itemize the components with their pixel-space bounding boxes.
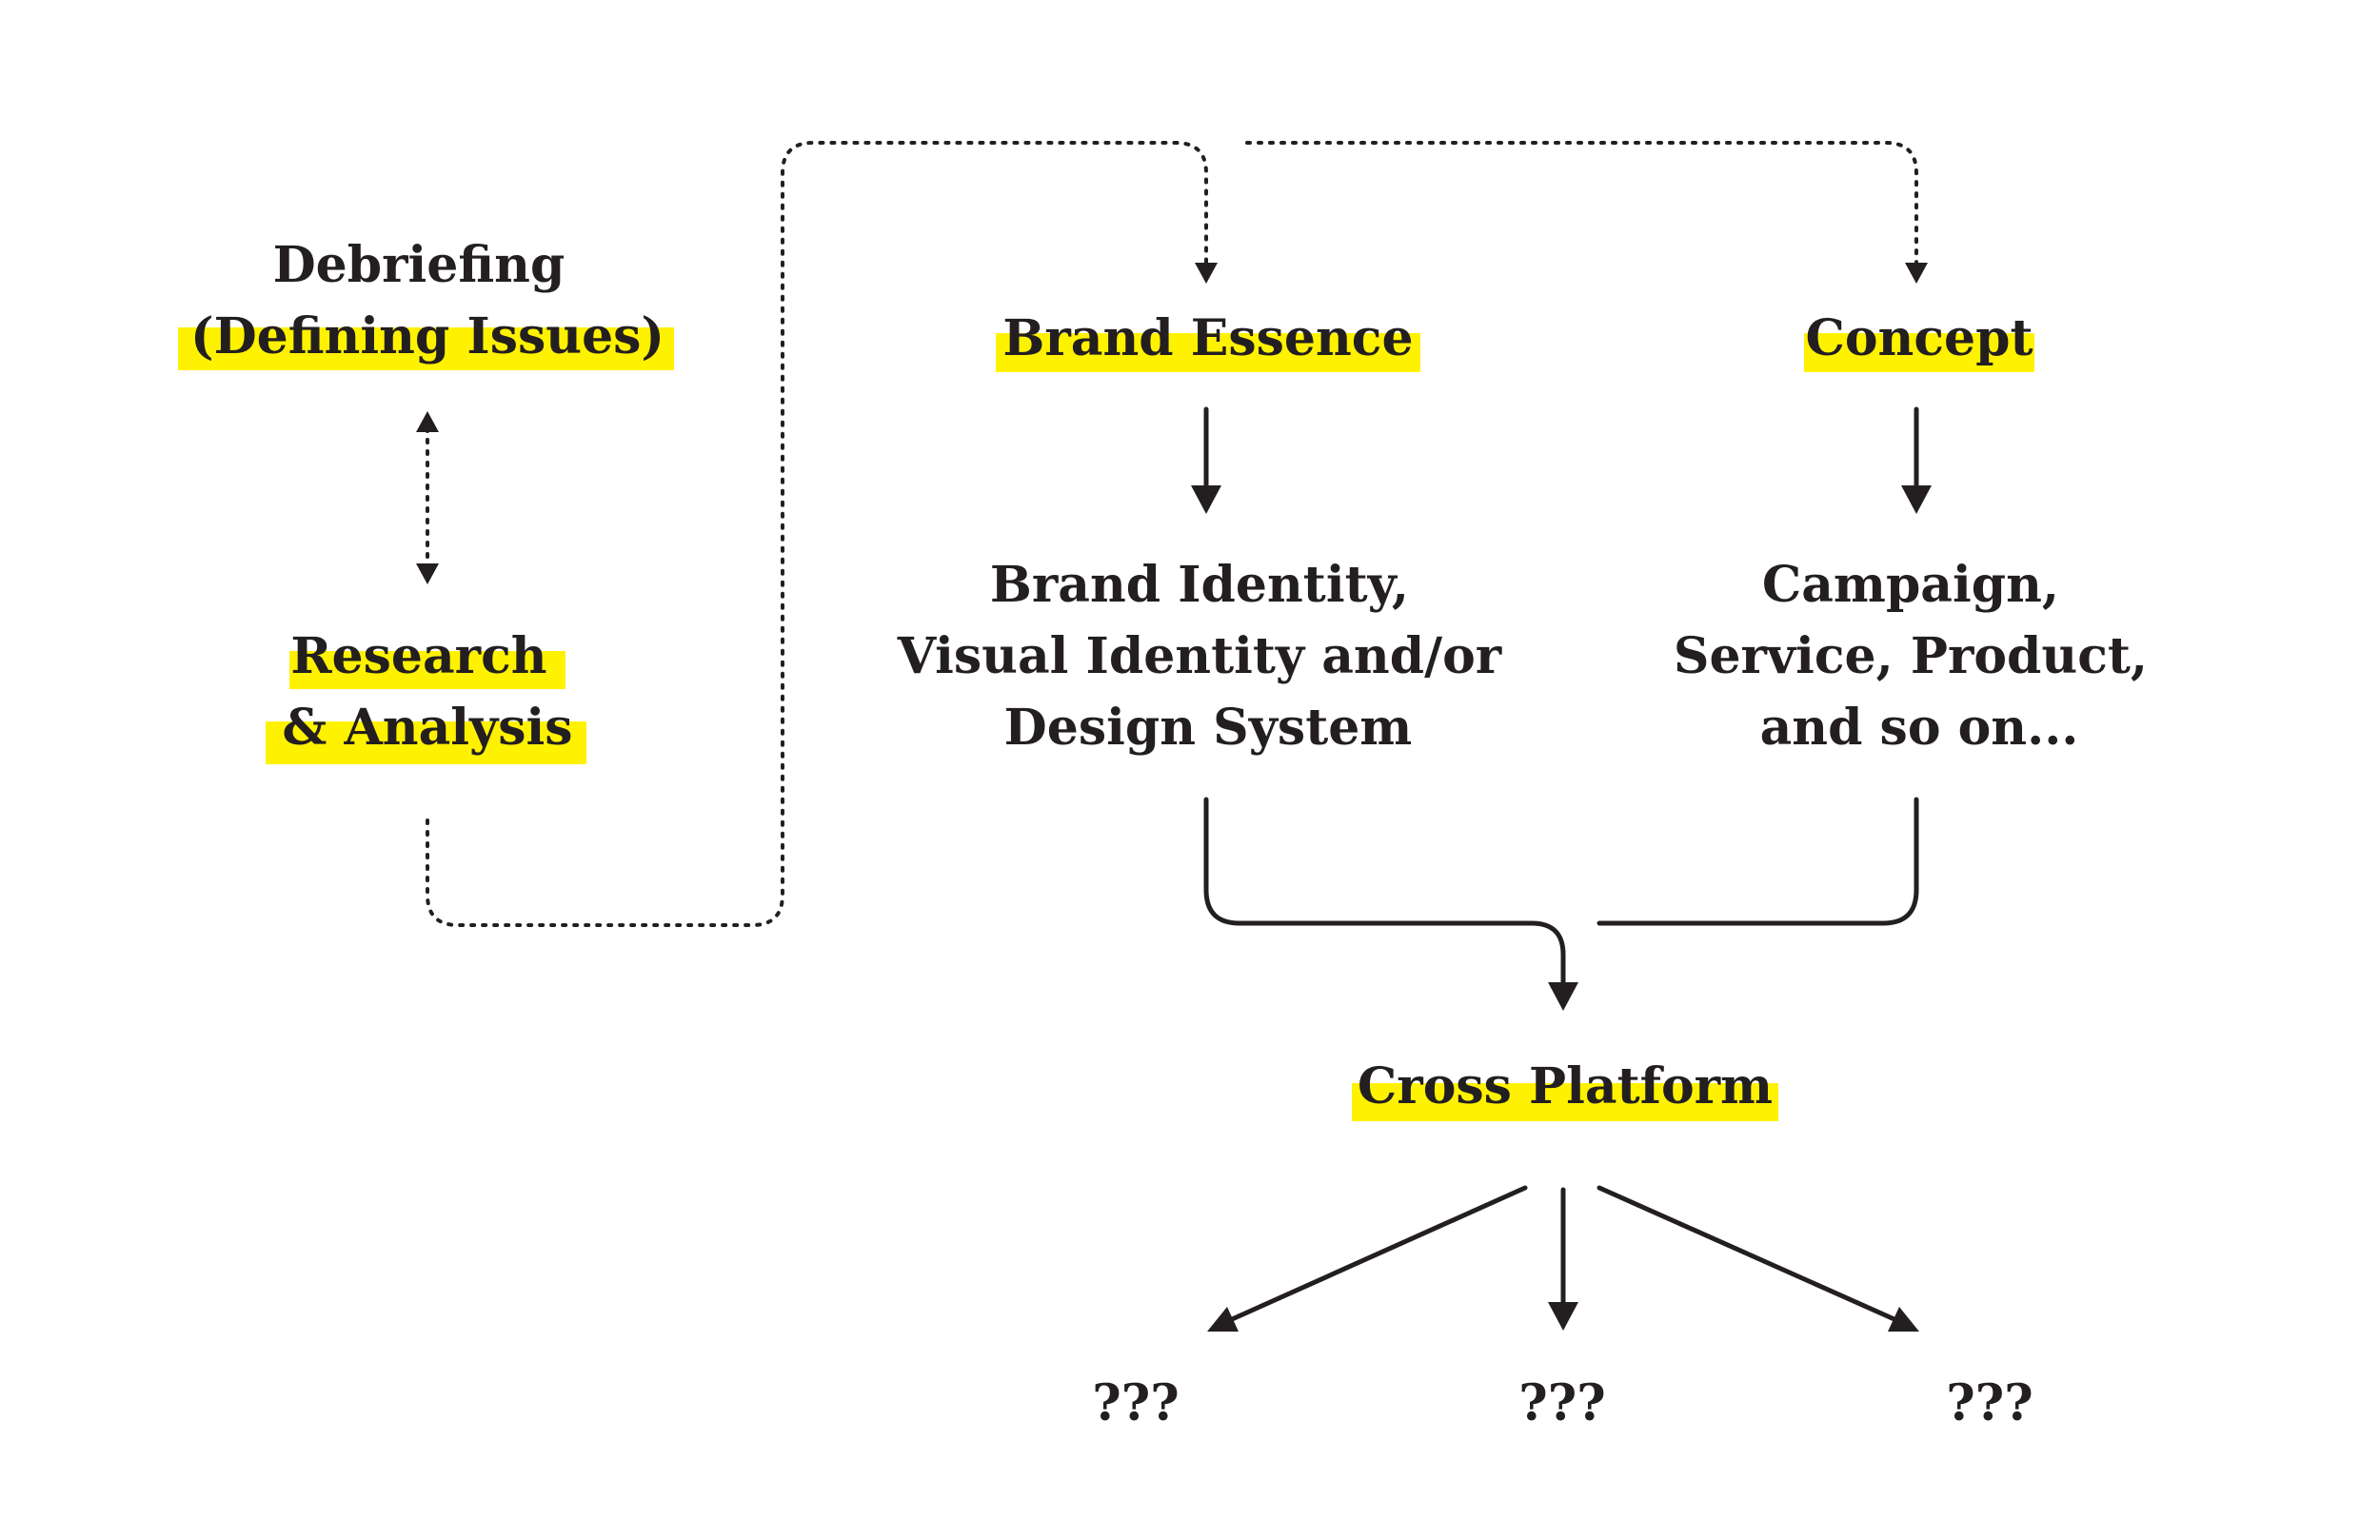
arrowhead-outcome-right — [1888, 1307, 1919, 1332]
node-brand-identity-line-2: Visual Identity and/or — [897, 627, 1502, 685]
node-brand-identity-line-1: Brand Identity, — [990, 556, 1409, 614]
highlight-brand-essence — [996, 333, 1420, 372]
connector-identity-cross-platform — [1203, 797, 1566, 988]
node-debriefing-line-2: (Defining Issues) — [190, 307, 664, 365]
arrowhead-down-research — [416, 563, 439, 584]
dotted-connector-concept — [1245, 141, 1918, 270]
node-outcome-right: ??? — [1946, 1374, 2033, 1432]
highlight-concept — [1804, 333, 2034, 372]
node-campaign-line-2: Service, Product, — [1674, 627, 2148, 685]
highlights — [178, 327, 2034, 1121]
node-labels: Debriefing (Defining Issues) Research & … — [190, 236, 2165, 1432]
connector-cross-platform-left — [1227, 1185, 1528, 1323]
node-brand-essence-line-1: Brand Essence — [1002, 309, 1413, 367]
node-brand-essence: Brand Essence — [1002, 309, 1413, 367]
node-outcome-center-line-1: ??? — [1518, 1374, 1605, 1432]
node-outcome-right-line-1: ??? — [1946, 1374, 2033, 1432]
highlight-cross-platform — [1352, 1083, 1778, 1121]
node-cross-platform-line-1: Cross Platform — [1358, 1057, 1773, 1116]
arrowhead-outcome-left — [1207, 1307, 1239, 1332]
highlight-defining-issues — [178, 327, 674, 370]
dotted-connectors — [426, 141, 1918, 927]
node-debriefing: Debriefing (Defining Issues) — [190, 236, 664, 365]
node-brand-identity: Brand Identity, Visual Identity and/or D… — [897, 556, 1519, 757]
arrowhead-down-brand-identity — [1191, 485, 1221, 514]
arrowhead-up-debriefing — [416, 411, 439, 432]
arrowhead-outcome-center — [1548, 1302, 1578, 1331]
highlight-research — [289, 651, 565, 689]
node-campaign-line-3: and so on... — [1760, 699, 2079, 757]
node-research-line-2: & Analysis — [282, 699, 572, 757]
arrowhead-down-concept-dotted — [1905, 263, 1928, 284]
node-outcome-left-line-1: ??? — [1092, 1374, 1179, 1432]
solid-connectors — [1203, 406, 1919, 1323]
connector-campaign-cross-platform — [1597, 797, 1919, 926]
node-campaign: Campaign, Service, Product, and so on... — [1674, 556, 2165, 757]
node-debriefing-line-1: Debriefing — [273, 236, 565, 294]
node-brand-identity-line-3: Design System — [1004, 699, 1413, 757]
node-campaign-line-1: Campaign, — [1762, 556, 2059, 614]
node-concept-line-1: Concept — [1805, 309, 2033, 367]
node-cross-platform: Cross Platform — [1358, 1057, 1773, 1116]
arrowhead-down-brand-essence-dotted — [1195, 263, 1218, 284]
arrowheads — [416, 263, 1932, 1332]
arrowhead-down-campaign — [1901, 485, 1932, 514]
node-concept: Concept — [1805, 309, 2033, 367]
node-research-line-1: Research — [290, 627, 546, 685]
connector-cross-platform-right — [1597, 1185, 1899, 1323]
arrowhead-down-cross-platform — [1548, 982, 1578, 1011]
dotted-connector-research-brand-essence — [426, 141, 1208, 927]
node-outcome-left: ??? — [1092, 1374, 1179, 1432]
node-research: Research & Analysis — [282, 627, 572, 757]
node-outcome-center: ??? — [1518, 1374, 1605, 1432]
highlight-analysis — [266, 721, 586, 764]
